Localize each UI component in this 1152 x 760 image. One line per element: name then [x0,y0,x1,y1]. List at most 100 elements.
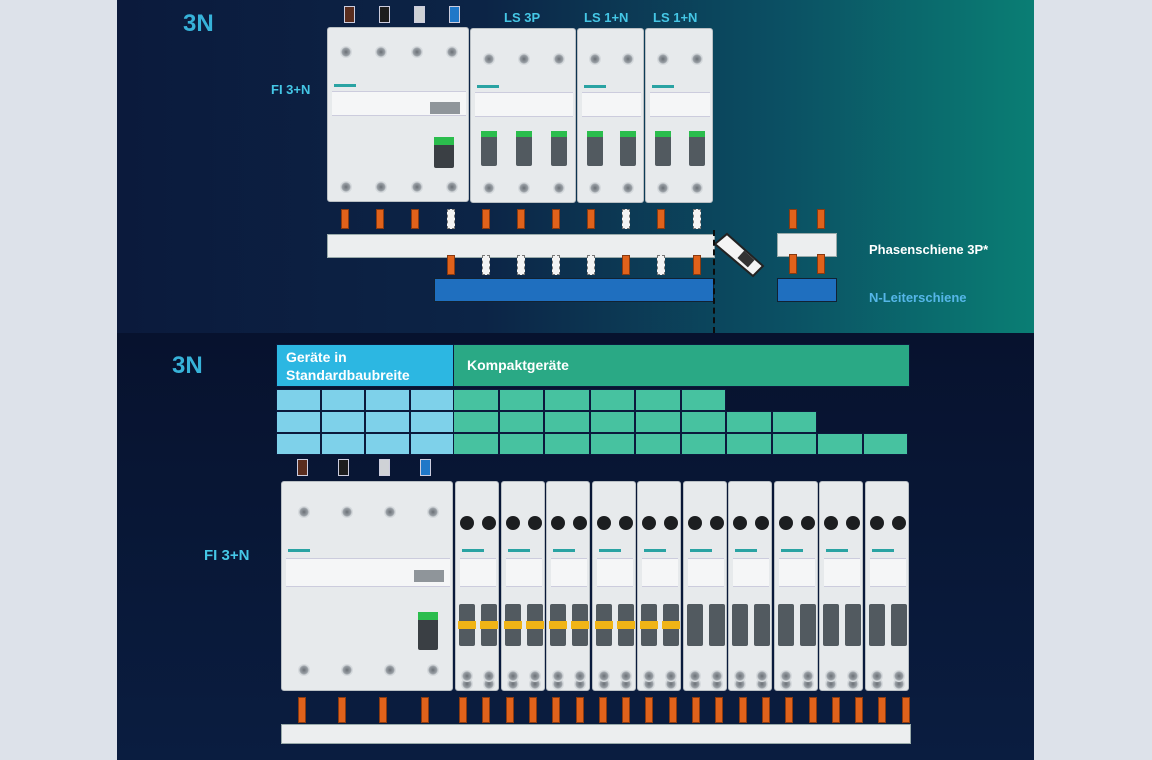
toggle-lever[interactable] [586,130,603,166]
table-cell [589,433,635,455]
screw-icon [297,664,310,676]
kompakt-breaker [728,481,772,691]
screw-icon [553,53,566,65]
terminal-hole [687,516,702,530]
table-cell [544,411,590,433]
brand-logo [477,85,499,88]
color-swatch [338,459,349,476]
screw-icon [870,670,883,682]
table-cell [365,411,410,433]
n-busbar-pin [482,255,490,275]
n-busbar-pin [789,254,797,274]
color-swatch [379,459,390,476]
n-busbar-pin [817,254,825,274]
screw-icon [506,670,519,682]
terminal-hole [869,516,884,530]
terminal-hole [573,516,587,530]
status-indicator [620,130,637,137]
toggle-lever[interactable] [823,603,839,646]
toggle-lever[interactable] [516,130,532,166]
screw-icon [410,181,423,193]
terminal-hole [642,516,656,530]
screw-icon [574,670,586,682]
kompakt-breaker [500,481,545,691]
terminal-hole [824,516,838,530]
table-cell [862,433,908,455]
top-title: 3N [183,10,214,37]
fi-test-lever[interactable] [418,612,438,650]
nleiter-label: N-Leiterschiene [869,290,967,305]
busbar-pin [785,697,794,723]
toggle-lever[interactable] [799,603,816,646]
toggle-lever[interactable] [655,130,671,166]
screw-icon [483,670,495,682]
table-cell [365,389,410,411]
status-indicator [586,130,603,137]
busbar-pin [482,209,490,229]
top-ls3p-breaker [470,28,576,203]
toggle-lever[interactable] [890,603,907,646]
terminal-hole [551,516,565,530]
color-swatch [420,459,431,476]
screw-icon [426,664,439,676]
table-cell [544,433,590,455]
status-indicator [551,130,568,137]
screw-icon [340,664,353,676]
screw-icon [375,181,388,193]
brand-logo [584,85,606,88]
busbar-pin [715,697,724,723]
kompakt-breaker [819,481,863,691]
fi-window [430,101,460,114]
table-cell [276,433,321,455]
toggle-lever[interactable] [620,130,637,166]
top-ls1n-breaker-2 [645,28,713,203]
busbar-pin [459,697,467,723]
top-fi-breaker [327,27,469,202]
table-cell [453,411,499,433]
label-strip [460,557,496,587]
small-phase-bar [777,233,837,257]
label-strip [642,557,678,587]
busbar-pin [447,209,455,229]
toggle-lever[interactable] [732,603,748,646]
toggle-lever[interactable] [754,603,770,646]
screw-icon [339,181,352,193]
busbar-pin [575,697,584,723]
screw-icon [756,670,768,682]
brand-logo [644,549,666,553]
table-cell [320,433,365,455]
busbar-pin [379,697,387,723]
toggle-lever[interactable] [689,130,705,166]
screw-icon [779,670,792,682]
top-ls1n-breaker-1 [577,28,644,203]
busbar-pin [808,697,817,723]
toggle-lever[interactable] [551,130,568,166]
table-cell [771,433,817,455]
busbar-pin [622,209,630,229]
header-kompakt: Kompaktgeräte [453,344,910,387]
toggle-lever[interactable] [868,603,885,646]
kompakt-breaker [455,481,499,691]
table-cell [817,433,863,455]
label-strip [869,557,906,587]
table-cell [409,389,454,411]
table-cell [276,389,321,411]
terminal-hole [891,516,906,530]
busbar-pin [552,697,561,723]
n-busbar-pin [552,255,560,275]
screw-icon [482,53,495,65]
brand-logo [462,549,484,553]
toggle-lever[interactable] [777,603,794,646]
n-busbar-pin [447,255,455,275]
table-cell [635,389,681,411]
top-ls1n-label-2: LS 1+N [653,10,698,25]
terminal-hole [846,516,860,530]
toggle-lever[interactable] [480,130,497,166]
screw-icon [691,53,703,65]
toggle-lever[interactable] [686,603,703,646]
toggle-lever[interactable] [845,603,861,646]
cut-line [713,230,715,333]
toggle-lever[interactable] [708,603,725,646]
screw-icon [461,670,473,682]
status-indicator [655,130,671,137]
